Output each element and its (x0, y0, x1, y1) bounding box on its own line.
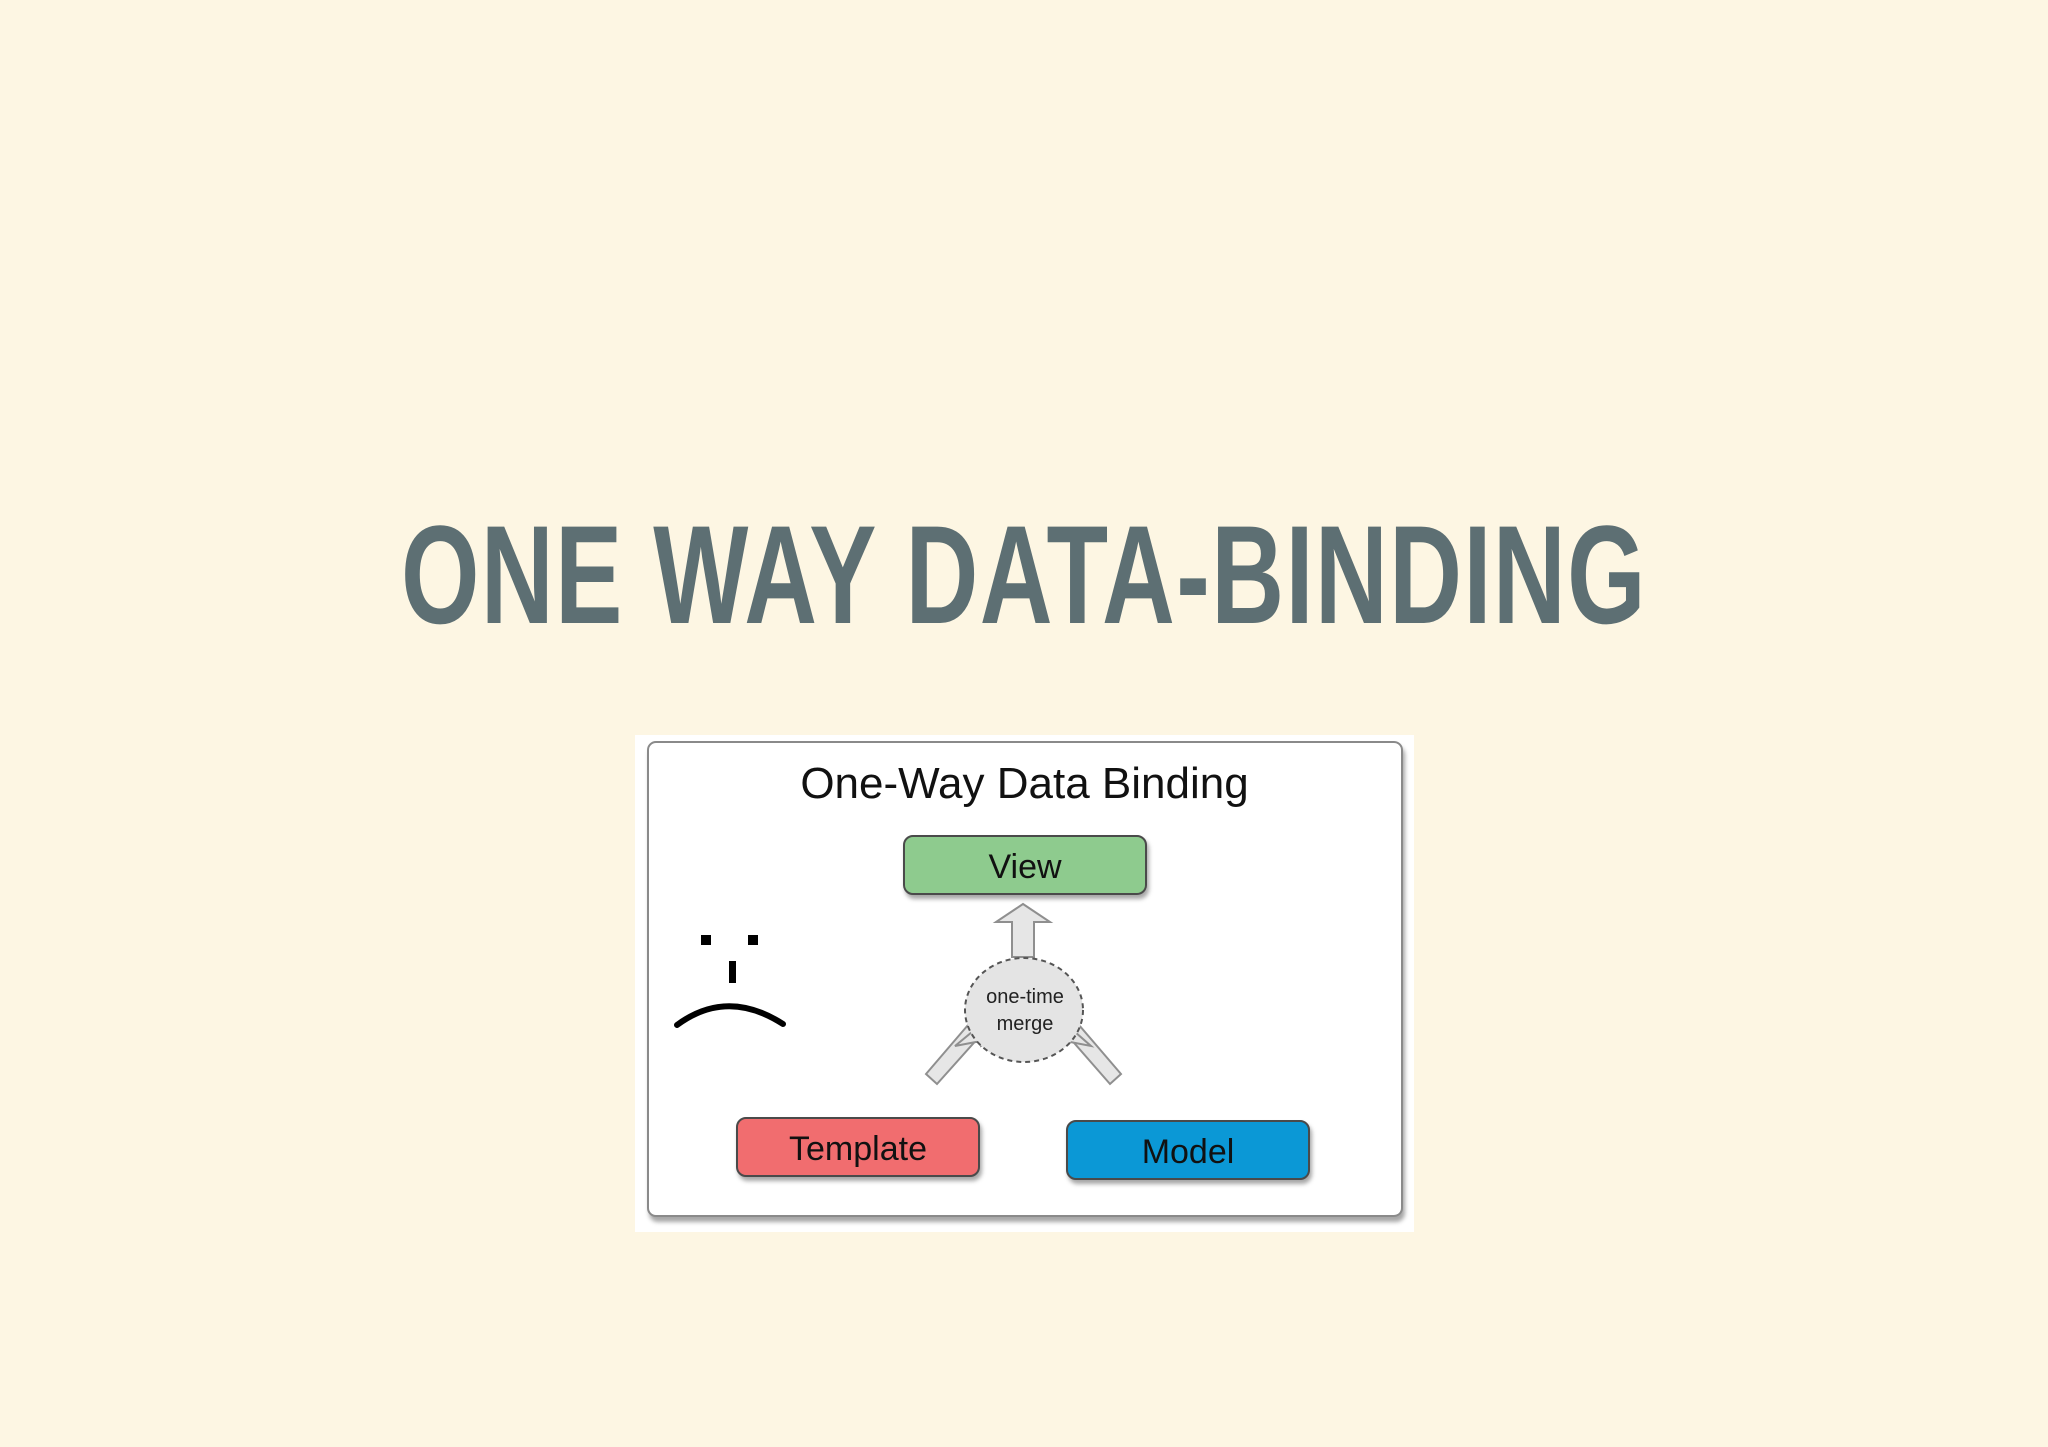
diagram-graphics (674, 902, 1123, 1086)
template-node: Template (736, 1117, 980, 1177)
model-node: Model (1066, 1120, 1310, 1180)
diagram-image: One-Way Data Binding View Template Model… (635, 735, 1414, 1232)
sad-face-icon (674, 935, 786, 1028)
arrow-merge-to-view (992, 902, 1054, 958)
view-node: View (903, 835, 1147, 895)
merge-label: one-time merge (975, 984, 1075, 1038)
merge-circle (964, 957, 1084, 1063)
merge-label-line2: merge (996, 1013, 1054, 1035)
slide-title: ONE WAY DATA-BINDING (401, 496, 1647, 653)
merge-label-line1: one-time (986, 986, 1064, 1008)
diagram-title: One-Way Data Binding (800, 759, 1249, 808)
